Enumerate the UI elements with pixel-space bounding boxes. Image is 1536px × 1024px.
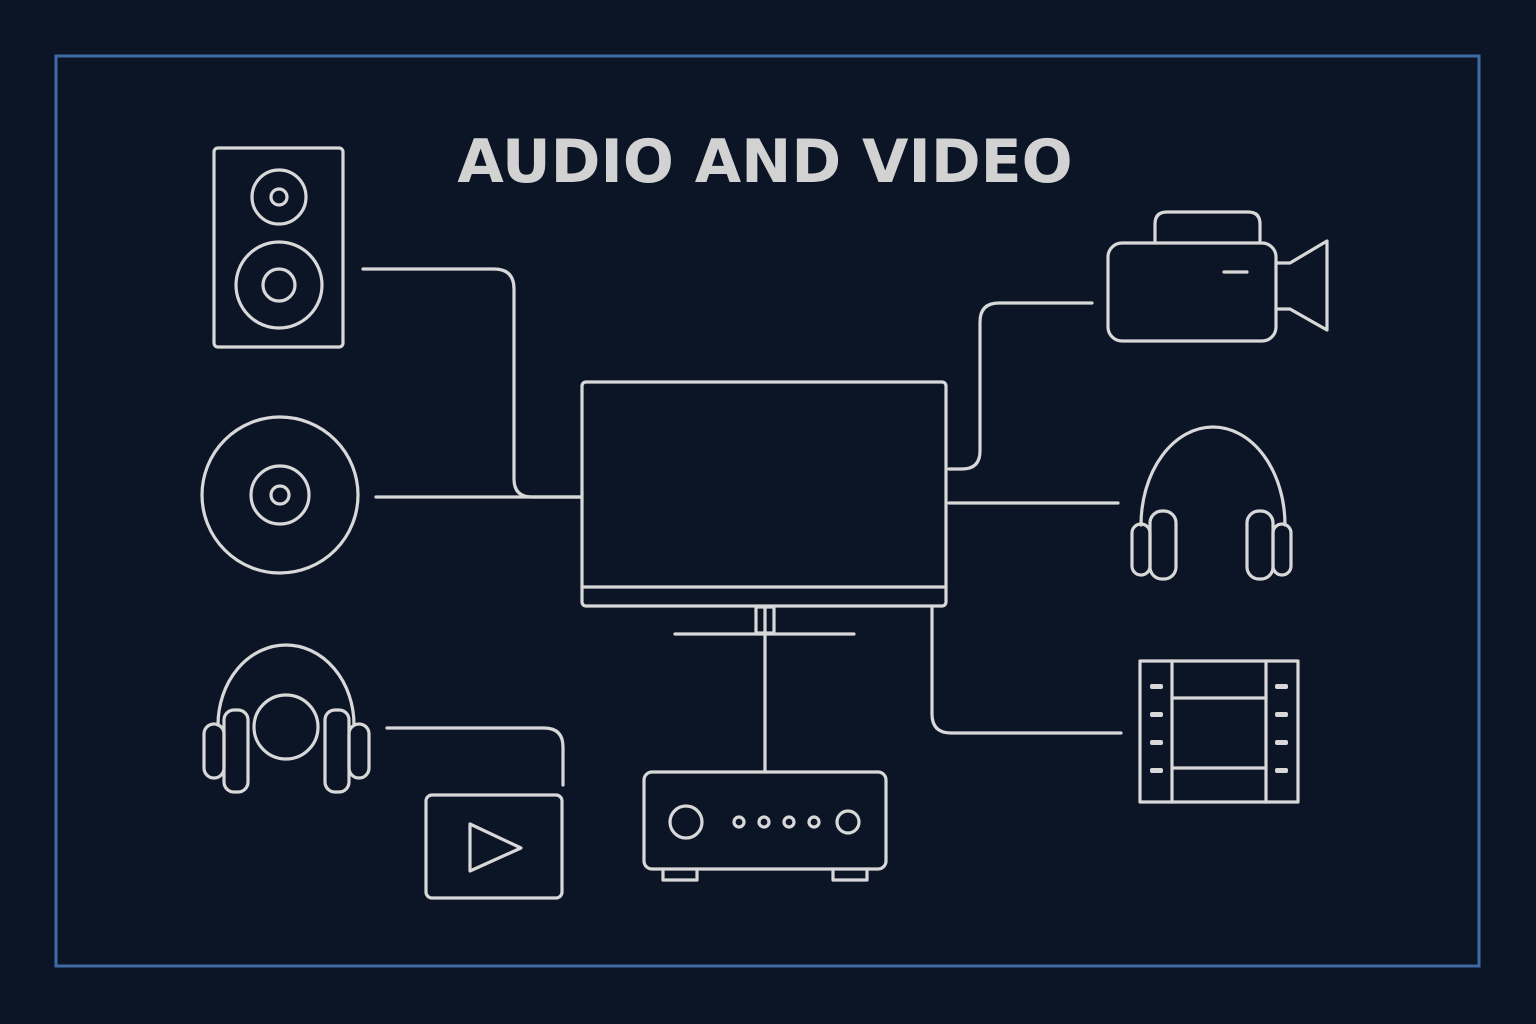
connectors — [361, 267, 1123, 787]
film-strip-icon — [1138, 659, 1300, 804]
disc-icon — [200, 415, 360, 575]
diagram-frame — [54, 54, 1481, 968]
connector-speaker-monitor — [361, 267, 583, 499]
headphones-icon — [202, 643, 371, 794]
speaker-icon — [212, 146, 345, 349]
connector-headphones-video — [385, 726, 565, 787]
monitor-icon — [580, 380, 948, 636]
video-camera-icon — [1106, 210, 1329, 343]
connector-monitor-film — [930, 606, 1123, 735]
connector-monitor-camera — [947, 301, 1094, 471]
receiver-icon — [642, 770, 888, 882]
diagram-title: AUDIO AND VIDEO — [457, 127, 1072, 197]
headphones-icon — [1130, 425, 1293, 581]
video-play-icon — [424, 793, 564, 900]
